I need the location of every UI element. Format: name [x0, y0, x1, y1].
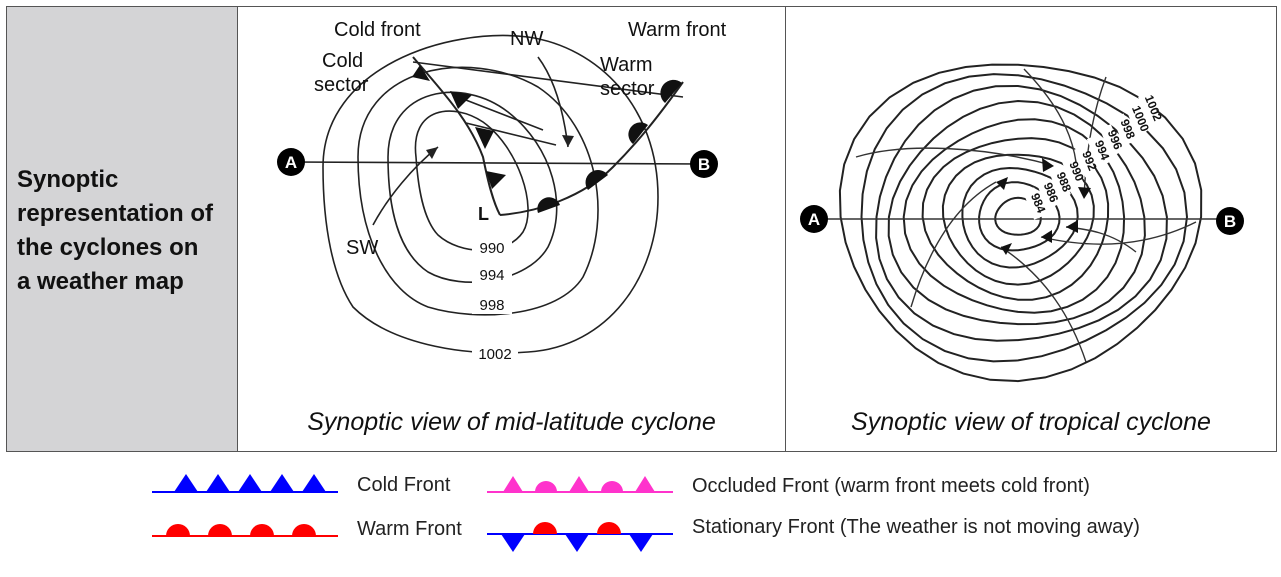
- warm-front-semicircle: [660, 79, 682, 103]
- isobar-1002: [838, 63, 1203, 383]
- spiral-inflow-arrow: [1083, 76, 1107, 198]
- nw-label: NW: [510, 28, 543, 50]
- cross-section-line-ab: [290, 161, 705, 165]
- isobar-992: [921, 137, 1110, 301]
- isobar-990: [414, 110, 529, 252]
- isobar-value-990: 990: [479, 240, 504, 257]
- isobar-label-bg: [472, 296, 512, 314]
- occluded-front-symbol: [487, 476, 673, 493]
- isobar-994: [387, 91, 558, 283]
- stationary-front-legend-label: Stationary Front (The weather is not mov…: [692, 516, 1140, 538]
- cold-front-legend-label: Cold Front: [357, 474, 451, 496]
- spiral-inflow-arrow: [1000, 246, 1087, 363]
- cold-front-line: [412, 56, 501, 216]
- arrowhead: [1078, 187, 1091, 199]
- nw-wind-arrow: [537, 56, 569, 148]
- isobar-label-bg: [1022, 187, 1046, 220]
- point-b-marker: [1216, 207, 1244, 235]
- isobar-996: [887, 99, 1146, 326]
- spiral-inflow-arrow: [855, 147, 1052, 166]
- warm-front-semicircle: [628, 122, 648, 144]
- isobar-label-bg: [1074, 145, 1097, 178]
- isobar-label-bg: [1138, 92, 1161, 125]
- isobar-label-bg: [1125, 103, 1148, 136]
- warm-sector-boundary: [412, 61, 684, 98]
- tropical-caption: Synoptic view of tropical cyclone: [851, 408, 1211, 436]
- isobar-990: [941, 153, 1095, 286]
- arrowhead: [1042, 158, 1054, 172]
- occluded-front-legend-label: Occluded Front (warm front meets cold fr…: [692, 475, 1090, 497]
- arrowhead-sw: [426, 147, 438, 159]
- arrowhead: [1066, 220, 1078, 233]
- point-b-label: B: [1224, 212, 1236, 231]
- point-b-marker: [690, 150, 718, 178]
- warm-front-semicircle: [585, 170, 608, 190]
- isobar-986: [978, 181, 1061, 252]
- arrowhead-nw: [562, 135, 574, 147]
- isobar-value-998: 998: [479, 297, 504, 314]
- cold-front-triangle: [486, 171, 506, 189]
- cold-front-symbol: [152, 474, 338, 493]
- isobar-label-bg: [1061, 155, 1084, 189]
- arrowhead: [1001, 243, 1012, 255]
- warm-front-semicircle: [537, 197, 560, 213]
- row-label: Synoptic representation of the cyclones …: [17, 165, 214, 295]
- cold-front-label: Cold front: [334, 19, 421, 41]
- warm-front-legend-label: Warm Front: [357, 518, 462, 540]
- sw-wind-arrow: [372, 146, 439, 226]
- point-b-label: B: [698, 155, 710, 174]
- point-a-marker: [277, 148, 305, 176]
- spiral-inflow-arrow: [910, 181, 997, 308]
- warm-front-label: Warm front: [628, 19, 727, 41]
- isobar-1000: [860, 73, 1189, 363]
- row-label-cell: Synoptic representation of the cyclones …: [7, 7, 238, 451]
- isobar-988: [961, 166, 1079, 269]
- isobar-value-994: 994: [479, 267, 504, 284]
- warm-front-symbol: [152, 524, 338, 537]
- isobar-label-bg: [1099, 124, 1123, 157]
- stationary-front-symbol: [487, 522, 673, 552]
- isobar-value-1002: 1002: [478, 346, 511, 363]
- mid-latitude-caption: Synoptic view of mid-latitude cyclone: [307, 408, 716, 436]
- cold-front-triangle: [475, 127, 494, 149]
- isobar-label-bg: [472, 266, 512, 284]
- isobar-998: [357, 66, 599, 316]
- flow-line-2: [465, 122, 557, 146]
- isobar-label-bg: [1048, 166, 1071, 199]
- sw-label: SW: [346, 237, 378, 259]
- isobar-label-bg: [1035, 176, 1059, 210]
- spiral-inflow-arrow: [1023, 68, 1077, 163]
- flow-line-1: [452, 94, 544, 131]
- low-pressure-label: L: [478, 204, 489, 224]
- warm-front-line: [499, 81, 684, 216]
- arrowhead: [1041, 230, 1052, 243]
- cyclone-comparison-table: Synoptic representation of the cyclones …: [6, 6, 1277, 452]
- arrowhead: [996, 177, 1008, 190]
- point-a-marker: [800, 205, 828, 233]
- cold-front-triangle: [412, 65, 430, 81]
- isobar-label-bg: [1086, 134, 1110, 167]
- cold-front-triangle: [450, 91, 472, 109]
- isobar-998: [875, 84, 1168, 342]
- point-a-label: A: [808, 210, 820, 229]
- spiral-inflow-arrow: [1040, 221, 1197, 245]
- point-a-label: A: [285, 153, 297, 172]
- isobar-1002: [322, 34, 659, 354]
- isobar-994: [902, 118, 1126, 314]
- isobar-label-bg: [472, 239, 512, 257]
- isobar-label-bg: [472, 345, 518, 363]
- isobar-label-bg: [1112, 113, 1135, 146]
